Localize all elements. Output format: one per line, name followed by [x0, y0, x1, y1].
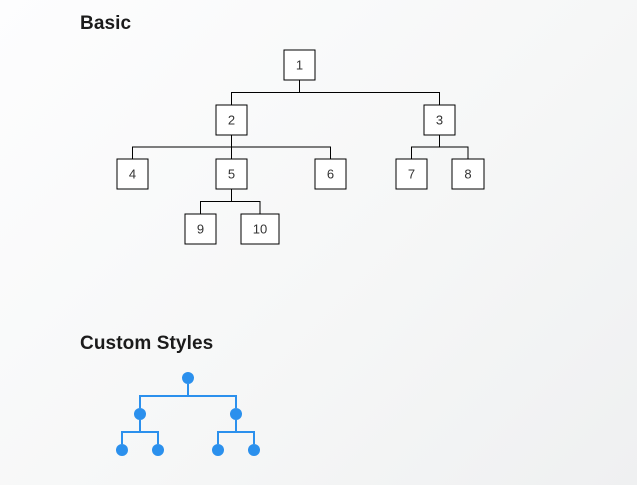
basic-tree-node-label-10: 10 [253, 222, 267, 237]
basic-tree-connector [231, 135, 331, 159]
basic-tree-node-10[interactable] [240, 213, 280, 245]
basic-tree-node-4[interactable] [116, 158, 149, 190]
basic-tree-node-label-4: 4 [129, 167, 136, 182]
custom-styles-tree-connector [187, 384, 237, 408]
basic-tree-node-label-2: 2 [228, 113, 235, 128]
basic-tree-node-label-3: 3 [436, 113, 443, 128]
custom-styles-tree-connector [139, 384, 189, 408]
basic-tree-connector [411, 135, 440, 159]
basic-tree-node-6[interactable] [314, 158, 347, 190]
basic-tree-node-label-8: 8 [464, 167, 471, 182]
custom-styles-tree-node-a[interactable] [134, 408, 146, 420]
basic-tree-connector [439, 135, 469, 159]
custom-styles-tree-node-b1[interactable] [212, 444, 224, 456]
custom-styles-tree-node-root[interactable] [182, 372, 194, 384]
custom-styles-tree-connector [235, 420, 255, 444]
basic-tree-node-5[interactable] [215, 158, 248, 190]
custom-styles-tree-node-a1[interactable] [116, 444, 128, 456]
custom-styles-tree-node-b2[interactable] [248, 444, 260, 456]
custom-styles-tree-connector [121, 420, 141, 444]
basic-tree-node-label-6: 6 [327, 167, 334, 182]
basic-tree-node-2[interactable] [215, 104, 248, 136]
basic-tree-connector [299, 80, 440, 105]
basic-tree-connector [200, 189, 232, 214]
basic-tree: 1 2 3 4 5 6 7 8 9 10 [116, 49, 485, 245]
custom-styles-tree-connector [217, 420, 237, 444]
basic-tree-connector [132, 135, 232, 159]
basic-tree-node-7[interactable] [395, 158, 428, 190]
basic-tree-node-9[interactable] [184, 213, 217, 245]
custom-styles-tree-node-a2[interactable] [152, 444, 164, 456]
custom-styles-tree-connector [139, 420, 159, 444]
basic-tree-connector [231, 189, 261, 214]
custom-styles-tree [116, 372, 260, 456]
section-title-basic: Basic [80, 13, 132, 34]
basic-tree-node-label-1: 1 [296, 58, 303, 73]
basic-tree-node-label-9: 9 [197, 222, 204, 237]
custom-styles-tree-node-b[interactable] [230, 408, 242, 420]
basic-tree-node-8[interactable] [451, 158, 485, 190]
basic-tree-node-label-5: 5 [228, 167, 235, 182]
basic-tree-connector [231, 80, 300, 105]
basic-tree-node-label-7: 7 [408, 167, 415, 182]
basic-tree-node-3[interactable] [423, 104, 456, 136]
basic-tree-node-1[interactable] [283, 49, 316, 81]
section-title-custom-styles: Custom Styles [80, 333, 214, 354]
